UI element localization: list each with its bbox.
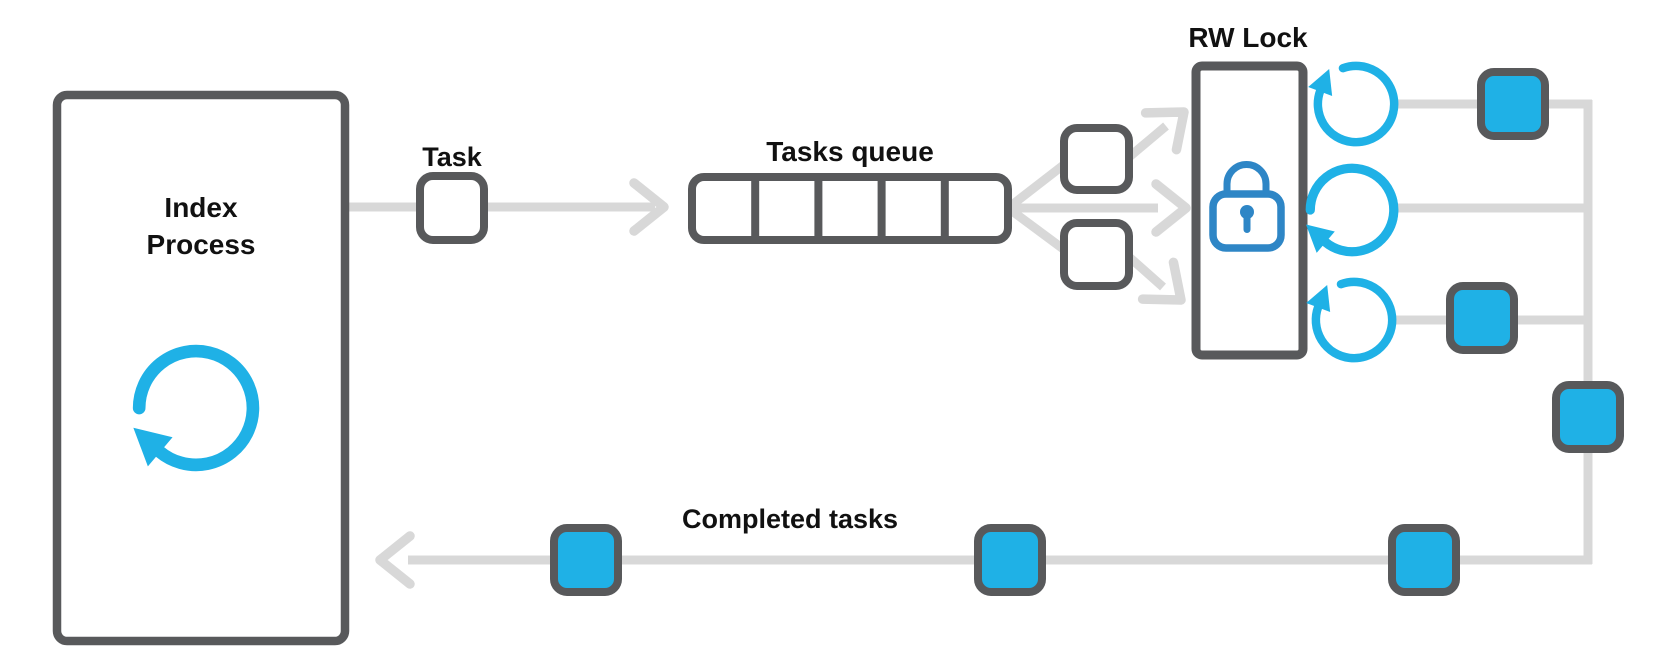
tasks-queue-label: Tasks queue (766, 136, 934, 167)
worker2-loop-icon (1295, 156, 1406, 273)
line-fan-upper (1005, 156, 1073, 212)
rw-lock-label: RW Lock (1188, 22, 1308, 53)
fan-upper-task-square (1060, 124, 1133, 194)
worker1-loop-icon (1308, 66, 1394, 142)
line-upper-into-lock (1125, 122, 1169, 162)
completed-task-square-3 (1552, 381, 1624, 453)
rw-lock (1191, 61, 1308, 360)
task-label: Task (422, 142, 482, 172)
completed-task-square-2 (1446, 282, 1518, 354)
fan-lower-task-square (1060, 219, 1133, 290)
arrow-into-index-icon (380, 536, 410, 584)
flow-lines (345, 94, 1593, 584)
completed-task-squares (550, 68, 1624, 596)
completed-task-square-1 (1477, 68, 1549, 140)
line-fan-lower (1005, 204, 1073, 258)
completed-tasks-label: Completed tasks (681, 504, 899, 534)
worker3-loop-icon (1306, 282, 1392, 358)
lock-icon (1209, 161, 1285, 252)
tasks-queue (688, 173, 1012, 244)
index-process-label: Index Process (146, 192, 256, 260)
tasks-queue-box (688, 173, 1012, 244)
arrow-middle-into-lock-icon (1156, 184, 1186, 232)
line-lower-into-lock (1125, 252, 1166, 291)
completed-task-square-4 (1388, 524, 1460, 596)
index-process-box (52, 90, 350, 646)
completed-task-square-5 (974, 524, 1046, 596)
task-square (416, 172, 488, 244)
queue-cell-dividers (751, 179, 949, 238)
completed-task-square-6 (550, 524, 622, 596)
